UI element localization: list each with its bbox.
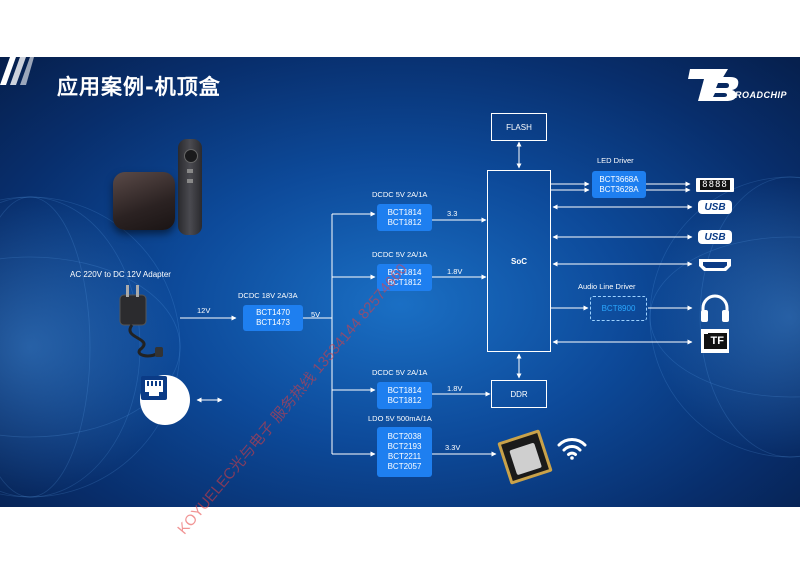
soc-block: SoC xyxy=(487,170,551,352)
ldo-output: 3.3V xyxy=(445,443,461,452)
audio-driver-label: Audio Line Driver xyxy=(578,282,636,291)
adapter-label: AC 220V to DC 12V Adapter xyxy=(70,270,171,279)
remote-button-icon xyxy=(187,169,193,173)
power-adapter-icon xyxy=(119,285,163,358)
ethernet-icon xyxy=(140,375,190,425)
flash-block: FLASH xyxy=(491,113,547,141)
v5-label: 5V xyxy=(311,310,321,319)
tf-card-icon: TF xyxy=(701,329,729,353)
chip-part-number: BCT1812 xyxy=(387,395,422,405)
dcdc-b-label: DCDC 5V 2A/1A xyxy=(372,250,428,259)
dcdc-a-chip: BCT1814 BCT1812 xyxy=(377,204,432,231)
dcdc-b-output: 1.8V xyxy=(447,267,463,276)
chip-part-number: BCT2038 xyxy=(387,432,422,441)
wifi-icon xyxy=(557,438,587,460)
logo-text: BROADCHIP xyxy=(728,90,788,100)
title-stripes-icon xyxy=(0,57,34,85)
chip-part-number: BCT1814 xyxy=(387,385,422,395)
usb-icon: USB xyxy=(698,200,732,214)
chip-part-number: BCT1470 xyxy=(256,308,290,317)
ldo-chip: BCT2038 BCT2193 BCT2211 BCT2057 xyxy=(377,427,432,477)
audio-driver-chip: BCT8900 xyxy=(590,296,647,321)
broadchip-logo: BROADCHIP xyxy=(688,65,792,105)
led-driver-label: LED Driver xyxy=(597,156,634,165)
chip-part-number: BCT3628A xyxy=(599,184,639,194)
chip-part-number: BCT1812 xyxy=(387,277,422,287)
chip-part-number: BCT1473 xyxy=(256,318,290,327)
network-mesh xyxy=(0,176,800,498)
hdmi-icon xyxy=(699,259,731,271)
remote-button-icon xyxy=(184,149,198,163)
ldo-label: LDO 5V 500mA/1A xyxy=(368,414,432,423)
dcdc-c-chip: BCT1814 BCT1812 xyxy=(377,382,432,409)
dcdc-c-label: DCDC 5V 2A/1A xyxy=(372,368,428,377)
remote-button-icon xyxy=(187,179,193,183)
usb-label: USB xyxy=(704,231,726,243)
diagram-lines xyxy=(0,141,800,498)
slide: 应用案例-机顶盒 BROADCHIP AC 220V to DC 12V Ada… xyxy=(0,57,800,507)
chip-part-number: BCT2057 xyxy=(387,462,422,471)
usb-label: USB xyxy=(704,201,726,213)
led-driver-chip: BCT3668A BCT3628A xyxy=(592,171,646,198)
headphone-icon xyxy=(701,294,729,322)
chip-part-number: BCT3668A xyxy=(599,174,639,184)
dcdc-c-output: 1.8V xyxy=(447,384,463,393)
dcdc-b-chip: BCT1814 BCT1812 xyxy=(377,264,432,291)
dcdc-a-output: 3.3 xyxy=(447,209,458,218)
led-display-icon: 8888 xyxy=(696,178,734,192)
chip-part-number: BCT2211 xyxy=(387,452,422,461)
dcdc-main-label: DCDC 18V 2A/3A xyxy=(238,291,298,300)
chip-part-number: BCT1812 xyxy=(387,217,422,227)
chip-part-number: BCT1814 xyxy=(387,207,422,217)
tf-label: TF xyxy=(707,333,727,349)
chip-part-number: BCT8900 xyxy=(601,304,636,313)
led-display-digits: 8888 xyxy=(700,180,730,190)
tf-card-chip xyxy=(704,334,709,349)
wifi-module-shield xyxy=(509,442,542,476)
broadchip-logo-icon xyxy=(688,69,739,101)
ddr-block: DDR xyxy=(491,380,547,408)
dcdc-a-label: DCDC 5V 2A/1A xyxy=(372,190,428,199)
ethernet-port-icon xyxy=(141,376,167,400)
remote-control-image xyxy=(178,139,202,235)
chip-part-number: BCT1814 xyxy=(387,267,422,277)
usb-icon: USB xyxy=(698,230,732,244)
dcdc-main-chip: BCT1470 BCT1473 xyxy=(243,305,303,331)
globe-left xyxy=(0,197,180,497)
v12-label: 12V xyxy=(197,306,211,315)
chip-part-number: BCT2193 xyxy=(387,442,422,451)
set-top-box-image xyxy=(113,172,175,230)
page-title: 应用案例-机顶盒 xyxy=(57,75,221,99)
